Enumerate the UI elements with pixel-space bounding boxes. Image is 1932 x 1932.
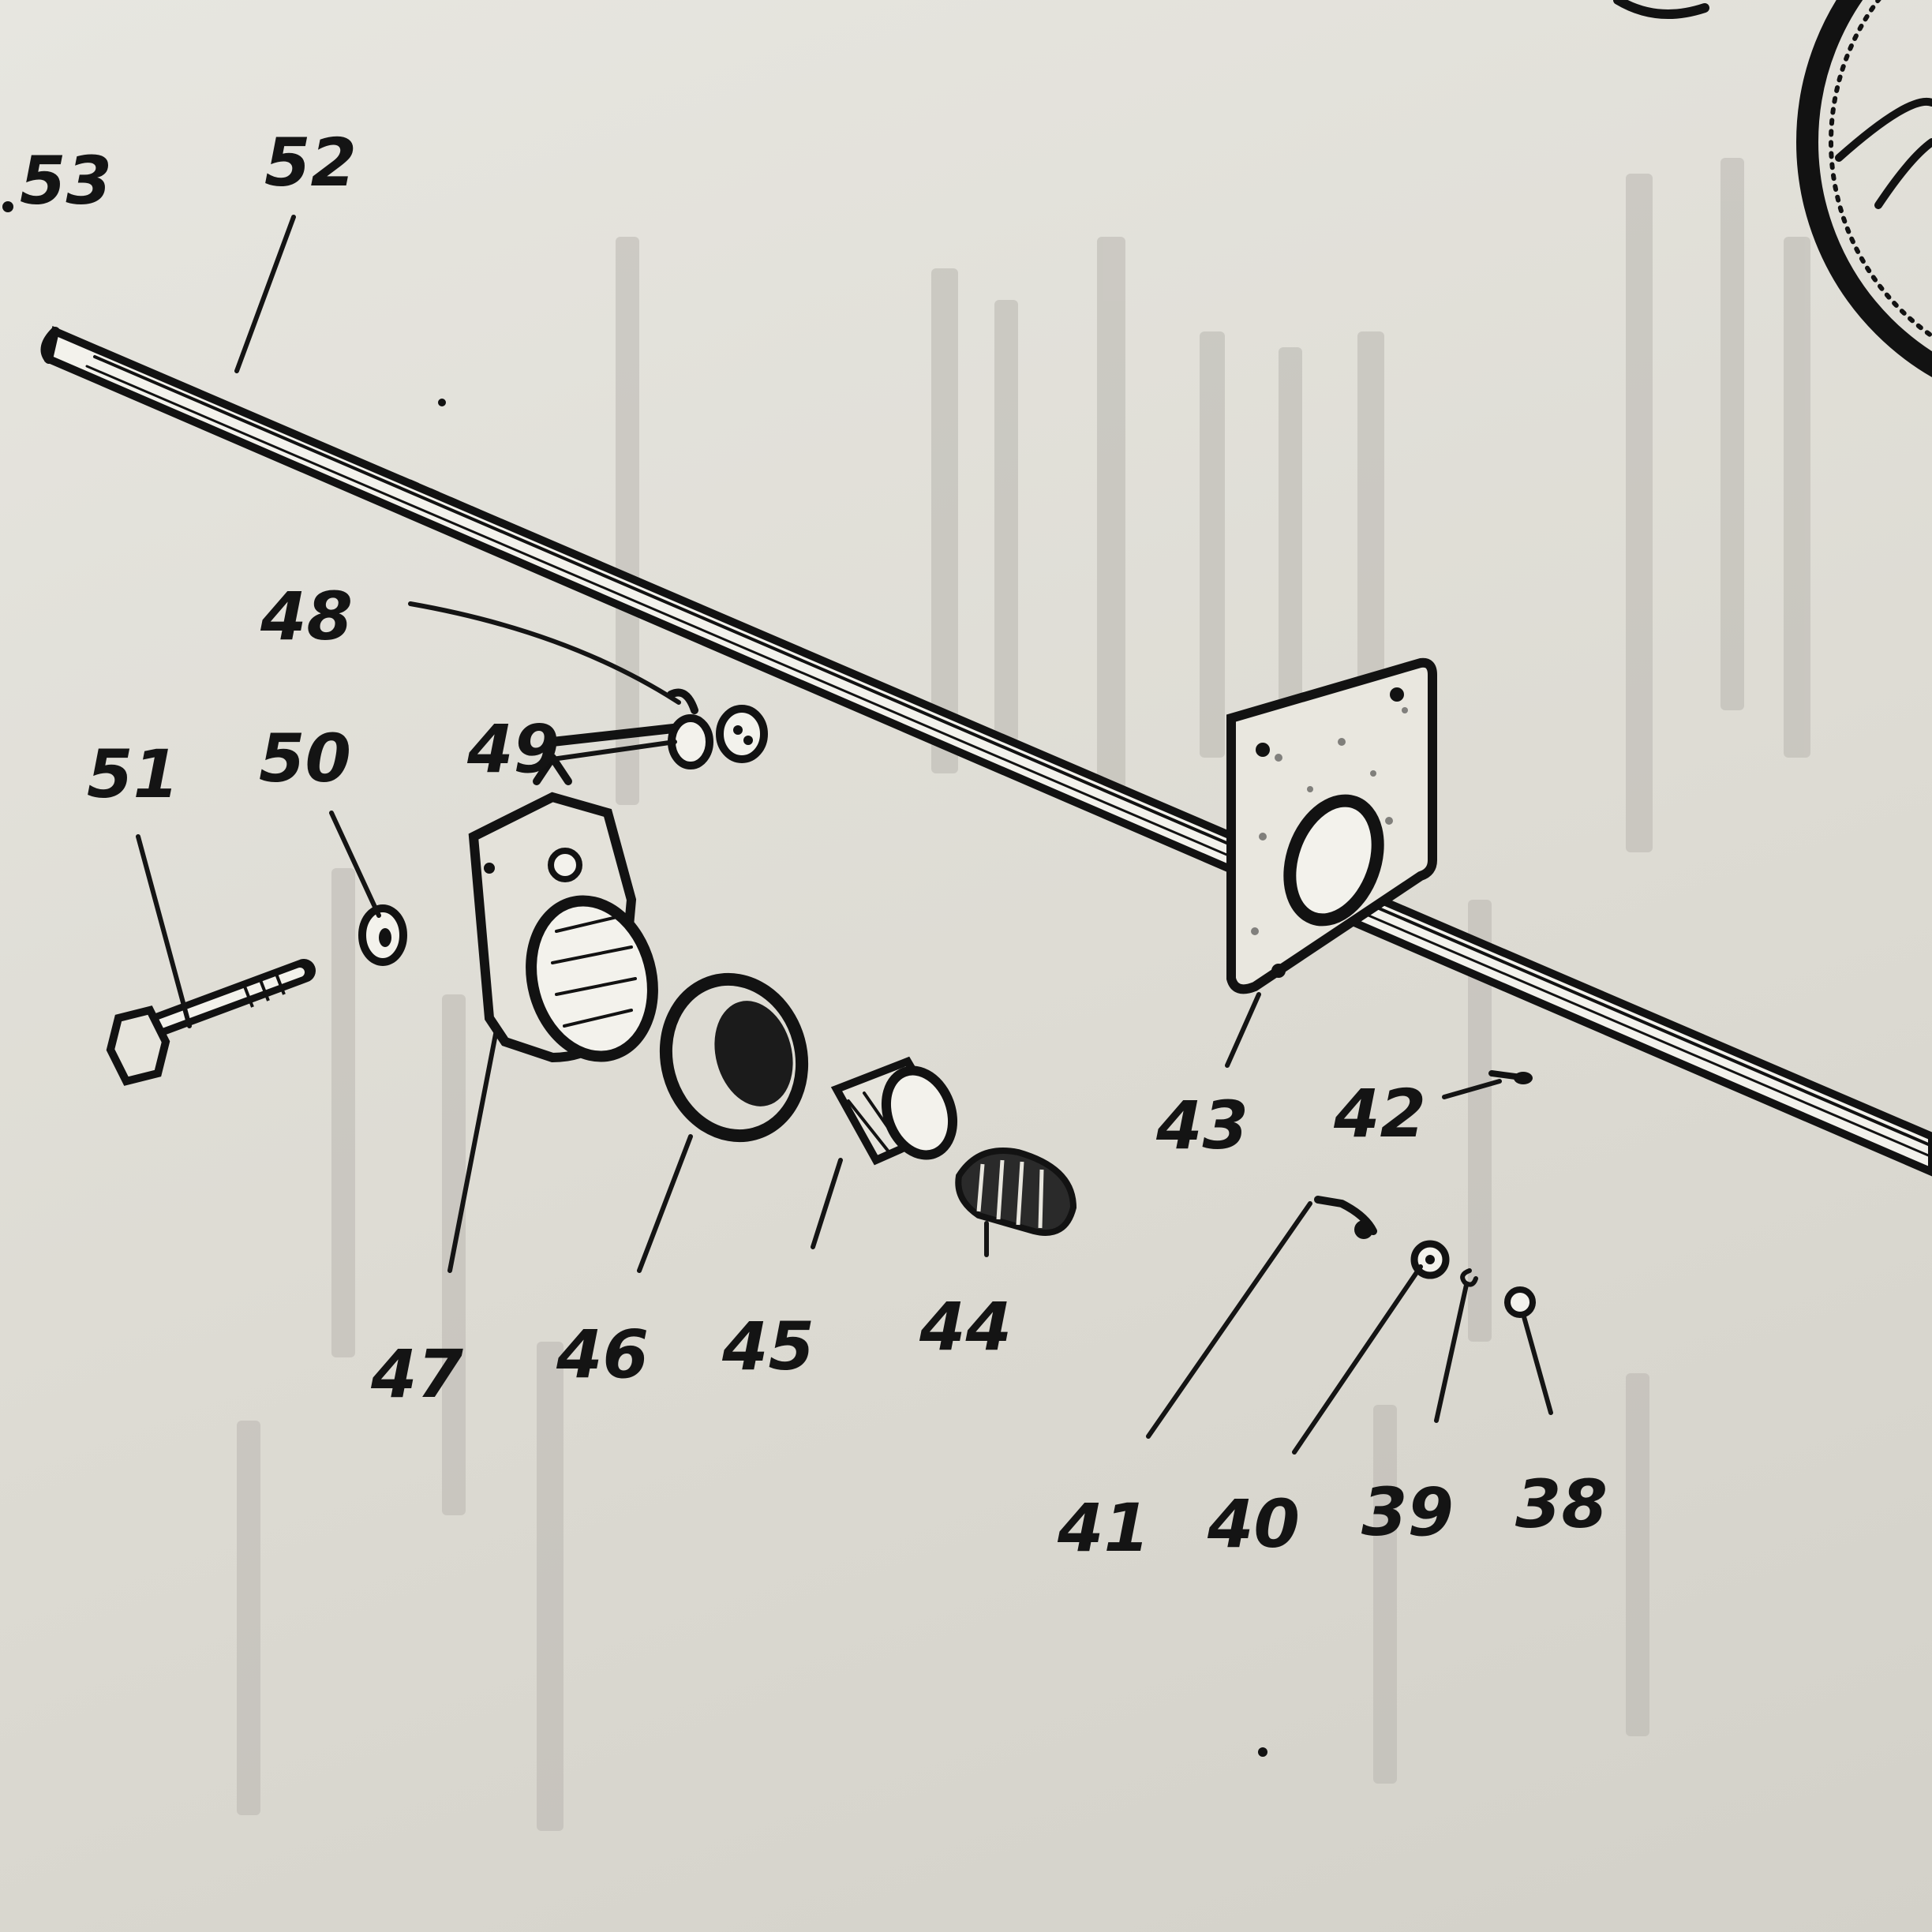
- callout-46: 46: [556, 1316, 649, 1393]
- leader-lines: [136, 215, 1553, 1455]
- knurled-cap: [955, 1148, 1077, 1236]
- gear-wheel: [1796, 0, 1932, 377]
- callout-40: 40: [1207, 1485, 1300, 1563]
- callout-48: 48: [260, 578, 353, 655]
- callout-39: 39: [1361, 1473, 1454, 1551]
- callout-42: 42: [1333, 1075, 1426, 1152]
- washer: [358, 904, 407, 966]
- clamp-block: [468, 754, 658, 1063]
- wheel-fragment-top: [1613, 0, 1709, 19]
- small-screw-assembly: [548, 688, 768, 769]
- callout-49: 49: [466, 710, 560, 788]
- callout-45: 45: [721, 1308, 814, 1385]
- callout-41: 41: [1057, 1489, 1150, 1567]
- callout-51: 51: [87, 736, 179, 813]
- callout-labels: 53 52 48 49 50 51 47 46 45 44 43 42 41 4…: [20, 124, 1608, 1567]
- callout-44: 44: [919, 1288, 1012, 1365]
- flange-plate: [1226, 657, 1437, 994]
- callout-50: 50: [259, 720, 351, 797]
- bushing-ring: [659, 972, 809, 1143]
- callout-38: 38: [1515, 1466, 1608, 1543]
- speck: [438, 399, 446, 406]
- callout-47: 47: [370, 1335, 463, 1413]
- speck: [1258, 1747, 1267, 1757]
- speck: [2, 201, 13, 212]
- bolt: [106, 959, 316, 1086]
- sleeve: [830, 1056, 958, 1166]
- callout-52: 52: [264, 124, 357, 201]
- callout-43: 43: [1155, 1087, 1249, 1164]
- callout-53: 53: [20, 142, 112, 219]
